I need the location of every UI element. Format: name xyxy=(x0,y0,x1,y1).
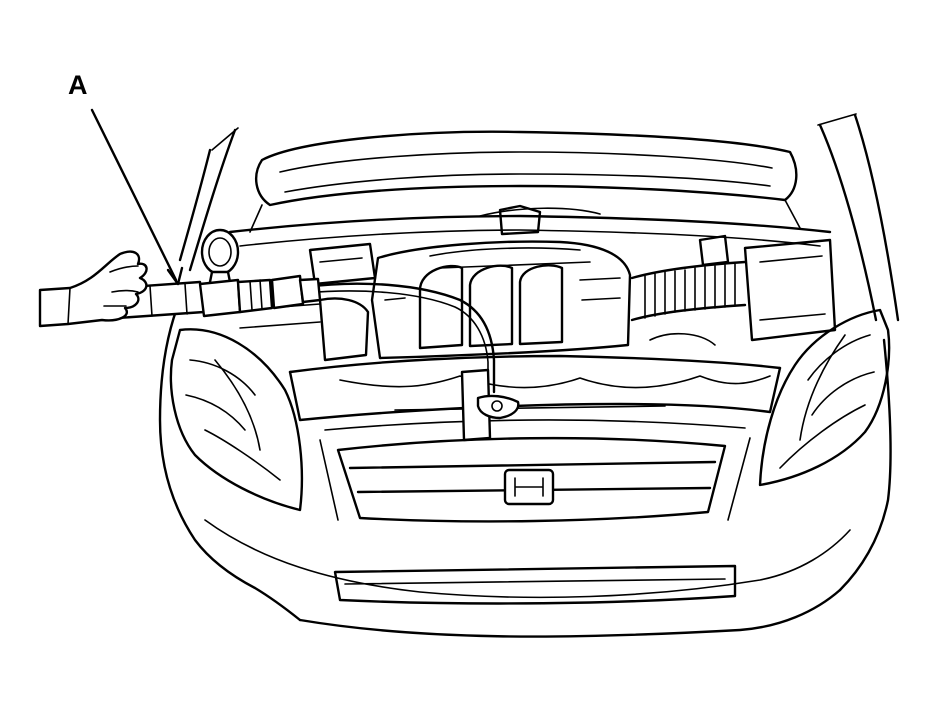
callout-a-leader-line xyxy=(90,108,178,282)
open-hood xyxy=(249,130,801,233)
callout-a-arrowhead xyxy=(166,266,184,286)
vehicle-body xyxy=(158,113,900,638)
engine-bay xyxy=(228,214,832,422)
tester-hose xyxy=(303,282,520,442)
engine-cover xyxy=(370,204,632,360)
air-intake xyxy=(630,234,837,346)
front-grille xyxy=(319,419,751,523)
left-headlight xyxy=(169,328,304,512)
right-headlight xyxy=(758,308,891,487)
callout-label-a: A xyxy=(68,70,88,100)
technician-hand xyxy=(38,250,148,328)
